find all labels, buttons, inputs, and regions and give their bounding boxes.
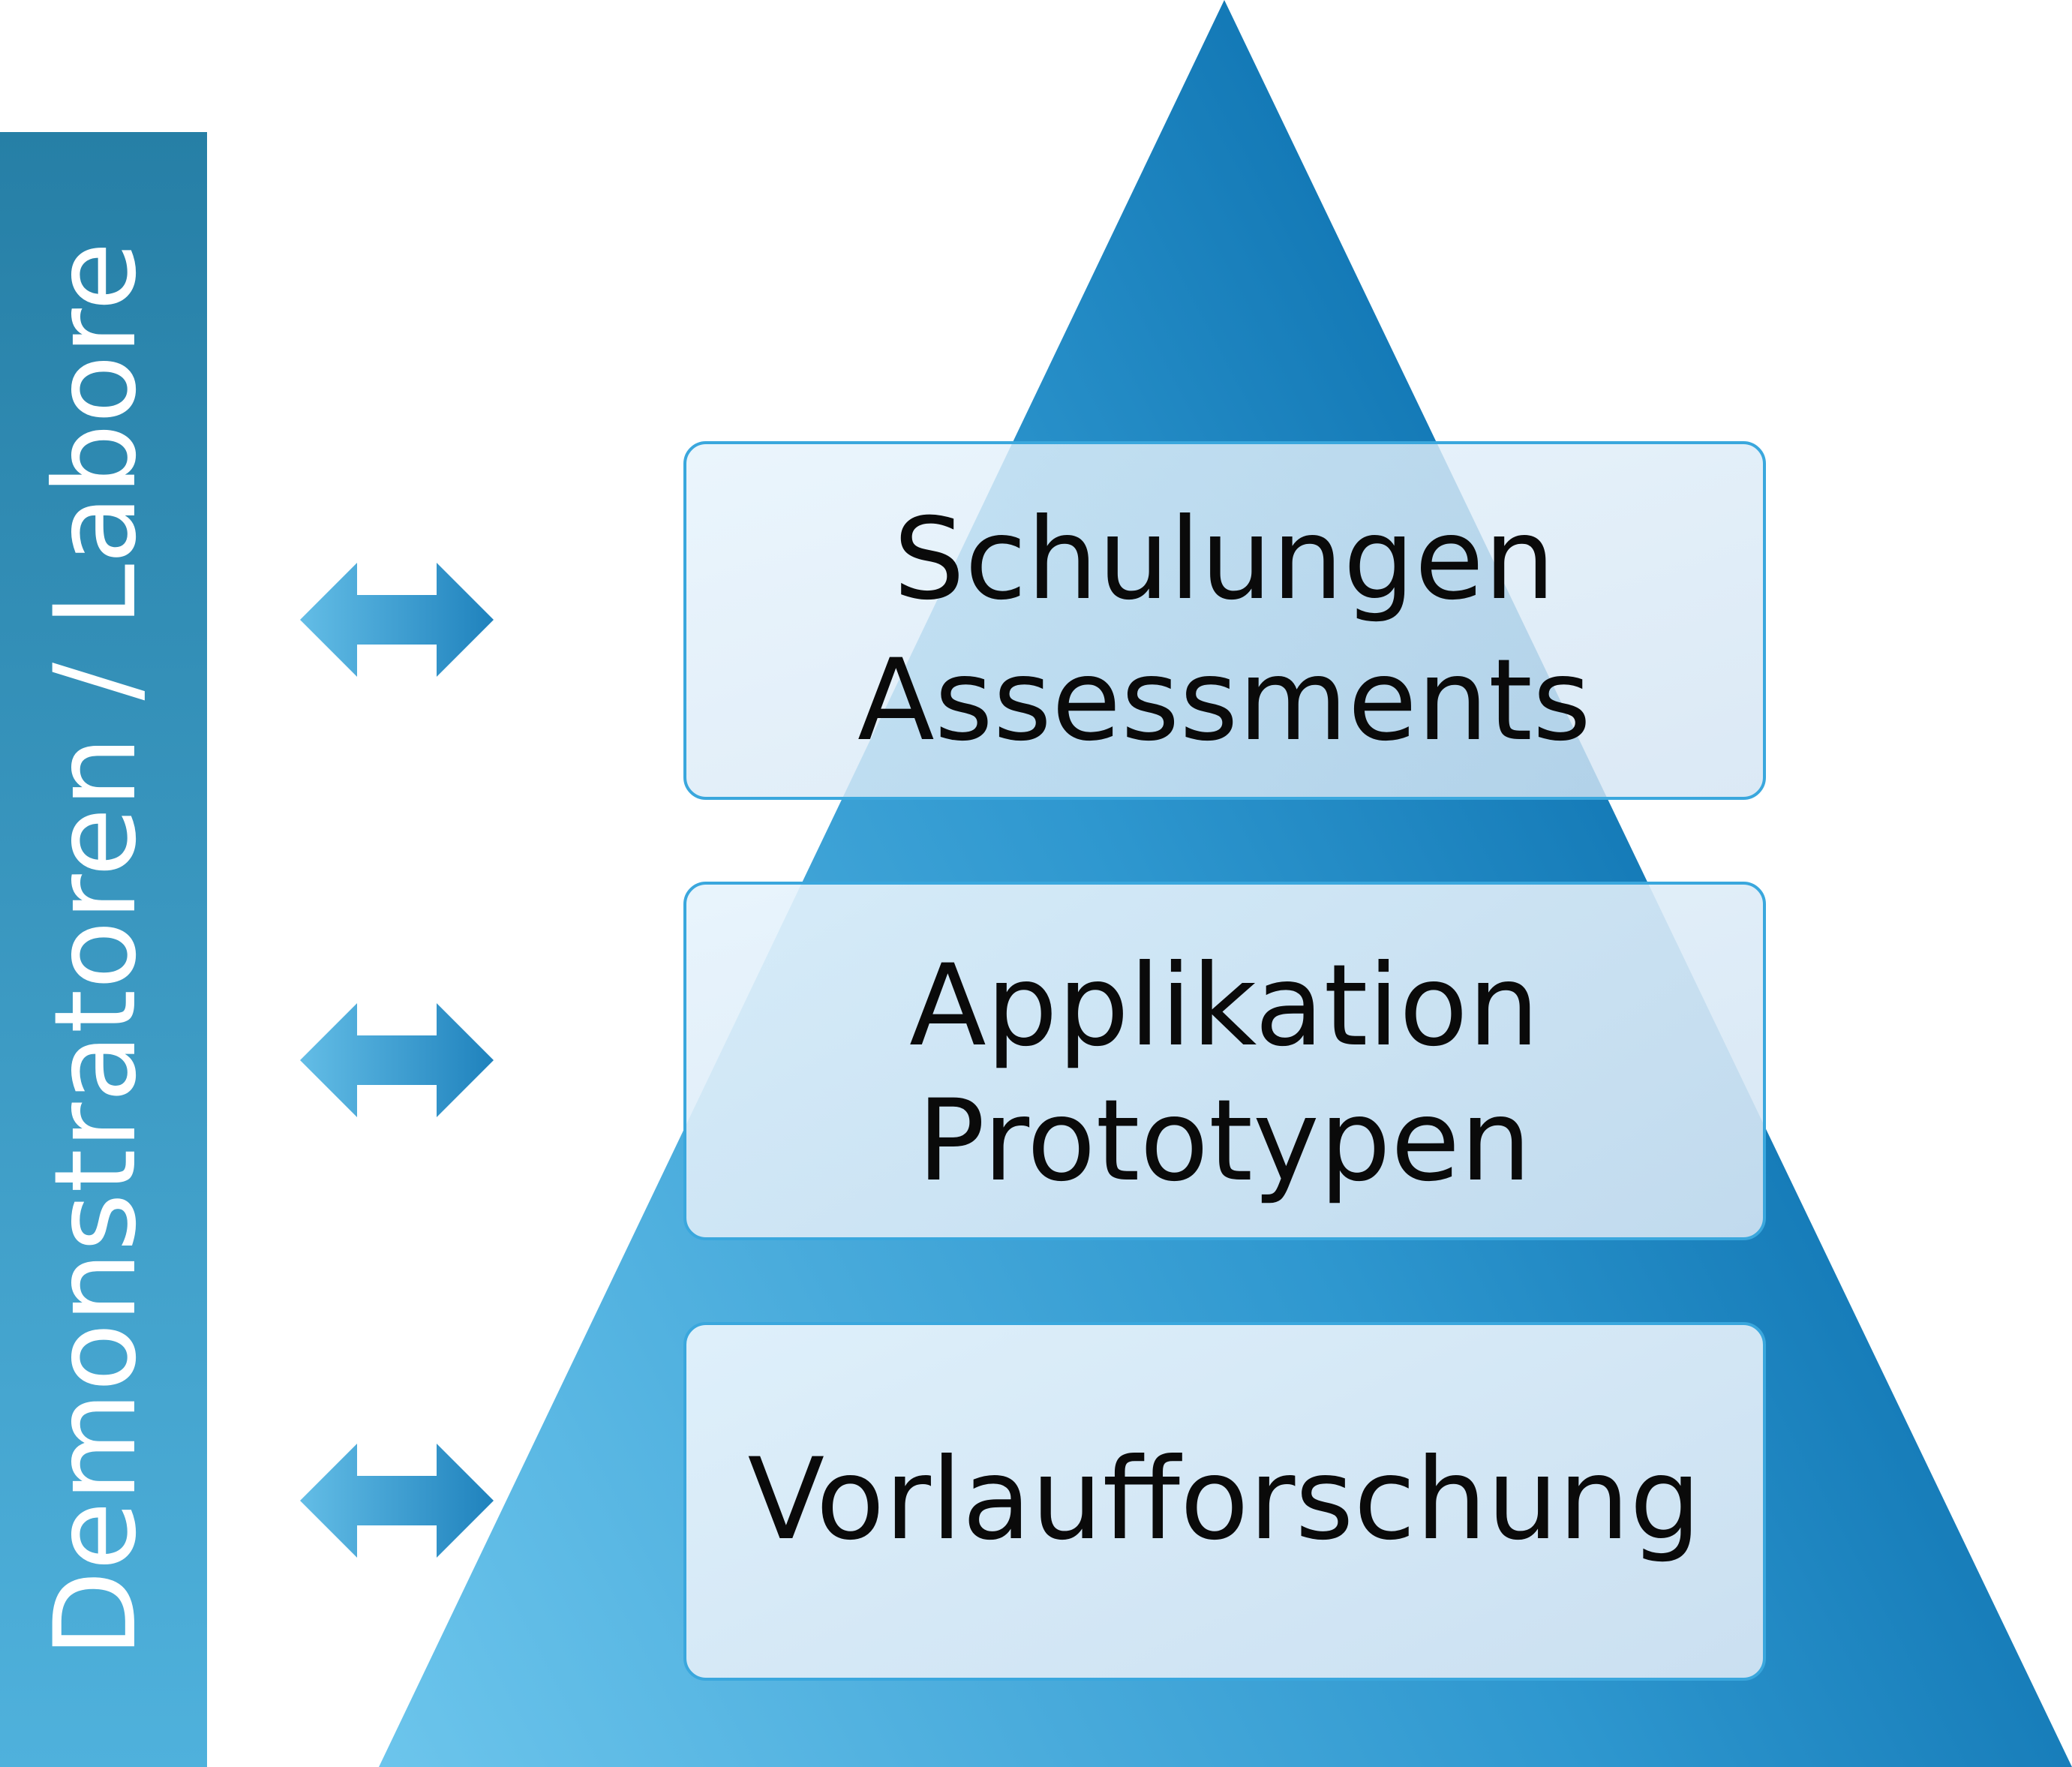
layer-top-line2: Assessments: [857, 636, 1591, 766]
double-arrow-icon: [300, 1003, 494, 1117]
side-bar: Demonstratoren / Labore: [0, 132, 207, 1767]
layer-top-line1: Schulungen: [893, 494, 1555, 625]
arrow-middle: [300, 1003, 494, 1117]
layer-box-top-frame: [683, 441, 1766, 800]
layer-middle-line2: Prototypen: [917, 1076, 1532, 1207]
double-arrow-icon: [300, 1444, 494, 1558]
side-bar-label: Demonstratoren / Labore: [31, 242, 161, 1657]
arrow-top: [300, 563, 494, 677]
side-bar-background: [0, 132, 207, 1767]
arrow-bottom: [300, 1444, 494, 1558]
double-arrow-icon: [300, 563, 494, 677]
layer-box-middle: Applikation Prototypen: [683, 882, 1766, 1240]
layer-box-bottom-frame: [683, 1322, 1766, 1681]
layer-box-top: Schulungen Assessments: [683, 441, 1766, 800]
layer-box-bottom: Vorlaufforschung: [683, 1322, 1766, 1681]
layer-bottom-line1: Vorlaufforschung: [748, 1435, 1701, 1565]
layer-middle-line1: Applikation: [909, 941, 1539, 1071]
layer-box-middle-frame: [683, 882, 1766, 1240]
